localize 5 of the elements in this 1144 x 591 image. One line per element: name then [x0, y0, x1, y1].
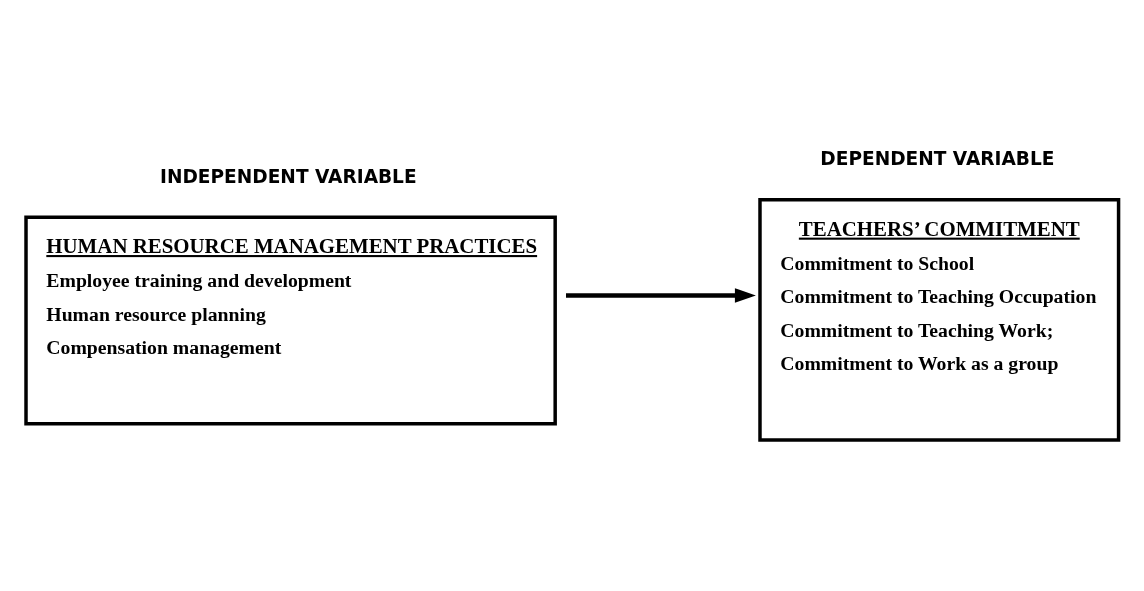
node-label: INDEPENDENT VARIABLE — [160, 165, 417, 187]
node-label: DEPENDENT VARIABLE — [820, 148, 1055, 170]
arrow — [566, 288, 756, 303]
node-box: HUMAN RESOURCE MANAGEMENT PRACTICES Employee training and development Human resource planning Compensation management — [24, 215, 557, 426]
node-box: TEACHERS’ COMMITMENT Commitment to School Commitment to Teaching Occupation Commitment to Teaching Work; Commitment to Work as a group — [758, 198, 1121, 442]
